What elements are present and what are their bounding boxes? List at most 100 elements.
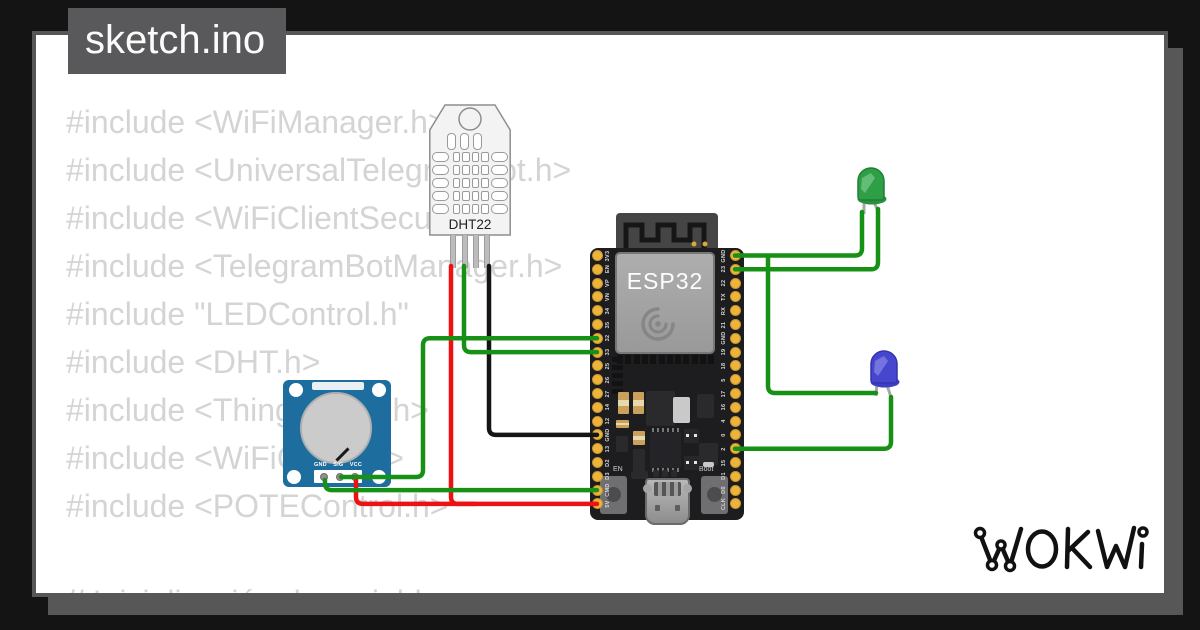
dht22-slot (473, 133, 482, 150)
esp32-pin-4 (729, 415, 741, 427)
esp32-pin-13 (591, 443, 603, 455)
dht22-vent (481, 191, 489, 201)
wire-dht-vcc (448, 263, 600, 507)
pot-label-vcc: VCC (349, 462, 362, 468)
dht22-vent (471, 178, 479, 188)
shield-pad (612, 365, 623, 370)
dht22-vent (432, 152, 449, 162)
wire-pot-gnd (322, 477, 600, 493)
esp32-pin-34 (591, 305, 603, 317)
dht22-vent (471, 152, 479, 162)
esp32-pin-d1 (729, 470, 741, 482)
dht22-vent (432, 178, 449, 188)
dht22-pin-1 (450, 235, 457, 268)
usb-weld-dot (655, 505, 660, 511)
dht22-vent (491, 165, 508, 175)
esp32-pin-15 (729, 457, 741, 468)
esp32-pin-0 (729, 429, 741, 441)
esp32-pin-gnd (729, 332, 741, 344)
wire-gnd-greenled (732, 209, 865, 258)
dht22-vent (481, 165, 489, 175)
dht22-vent (491, 178, 508, 188)
esp32-pin-21 (729, 319, 741, 330)
wire-pot-sig (338, 336, 600, 480)
dht22-vent (491, 191, 508, 201)
esp32-pin-vp (591, 277, 603, 289)
esp32-pin-18 (729, 360, 741, 372)
dht22-vent (432, 204, 449, 214)
esp32-pin-5 (729, 374, 741, 386)
dht22-vent (452, 178, 460, 188)
dht22-vent (481, 152, 489, 162)
smd-ic (699, 443, 718, 465)
code-line: #include <TelegramBotManager.h> (66, 248, 563, 284)
file-title-box: sketch.ino (68, 8, 286, 74)
dht22-vent (432, 165, 449, 175)
micro-usb-connector (643, 478, 692, 525)
esp32-pin-12 (591, 415, 603, 427)
usb-pins (654, 482, 681, 496)
usb-weld-dot (675, 505, 680, 511)
esp32-pin-35 (591, 319, 603, 330)
smd-capacitor (616, 420, 629, 428)
esp32-pin-17 (729, 388, 741, 399)
smd-part (684, 429, 699, 443)
wire-dht-data (461, 263, 600, 355)
smd-capacitor (633, 392, 644, 414)
smd-part (653, 470, 659, 477)
dht22-vent (462, 165, 470, 175)
diagram-canvas: #include <WiFiManager.h>#include <Univer… (32, 31, 1168, 597)
pot-label-gnd: GND (314, 462, 327, 468)
dht22-vent (452, 191, 460, 201)
dht22-mount-hole (458, 107, 482, 131)
usb-tab (643, 484, 652, 493)
dht22-vent (462, 191, 470, 201)
esp32-pin-27 (591, 388, 603, 399)
dht22-vent (481, 178, 489, 188)
shield-pad (683, 355, 690, 364)
shield-pad (612, 357, 623, 362)
esp32-pin-en (591, 263, 603, 275)
dht22-vent (462, 178, 470, 188)
dht22-pin-3 (473, 235, 480, 268)
esp32-pin-25 (591, 360, 603, 372)
shield-pad (700, 355, 706, 364)
regulator-tab (673, 397, 690, 423)
shield-pad (641, 355, 648, 364)
dht22-vent (452, 152, 460, 162)
dht22-vent (452, 204, 460, 214)
green-led (857, 167, 887, 205)
pot-mount-hole (287, 470, 301, 484)
dht22-vent (471, 191, 479, 201)
shield-pad (691, 355, 698, 364)
shield-pad (658, 355, 665, 364)
dht22-vent (491, 204, 508, 214)
shield-pad (633, 355, 640, 364)
esp32-pin-tx (729, 291, 741, 303)
dht22-slot (460, 133, 469, 150)
wiring-layer (322, 167, 900, 507)
smd-part (662, 470, 668, 477)
diagram-world: #include <WiFiManager.h>#include <Univer… (36, 35, 1164, 593)
esp32-pin-14 (591, 401, 603, 413)
dht22-pin-2 (461, 235, 468, 268)
dht22-slot (447, 133, 456, 150)
dht22-pin-4 (484, 235, 490, 268)
smd-capacitor (633, 431, 645, 445)
boot-button (701, 476, 728, 514)
esp32-pin-vn (591, 291, 603, 303)
shield-pad (708, 355, 715, 364)
dht22-label: DHT22 (448, 217, 492, 232)
dht22-vent (471, 165, 479, 175)
smd-part (671, 470, 677, 477)
wire-pot-vcc (353, 477, 478, 507)
boot-button-label: Boot (699, 466, 714, 473)
code-line: #include <DHT.h> (66, 344, 321, 380)
pot-shaft-stripe (312, 382, 364, 390)
esp32-pin-rx (729, 305, 741, 317)
blue-led (870, 350, 900, 388)
esp32-pin-22 (729, 277, 741, 289)
esp32-pin-d2 (591, 457, 603, 468)
wire-2-blueled (732, 394, 894, 451)
shield-pad (612, 389, 623, 394)
